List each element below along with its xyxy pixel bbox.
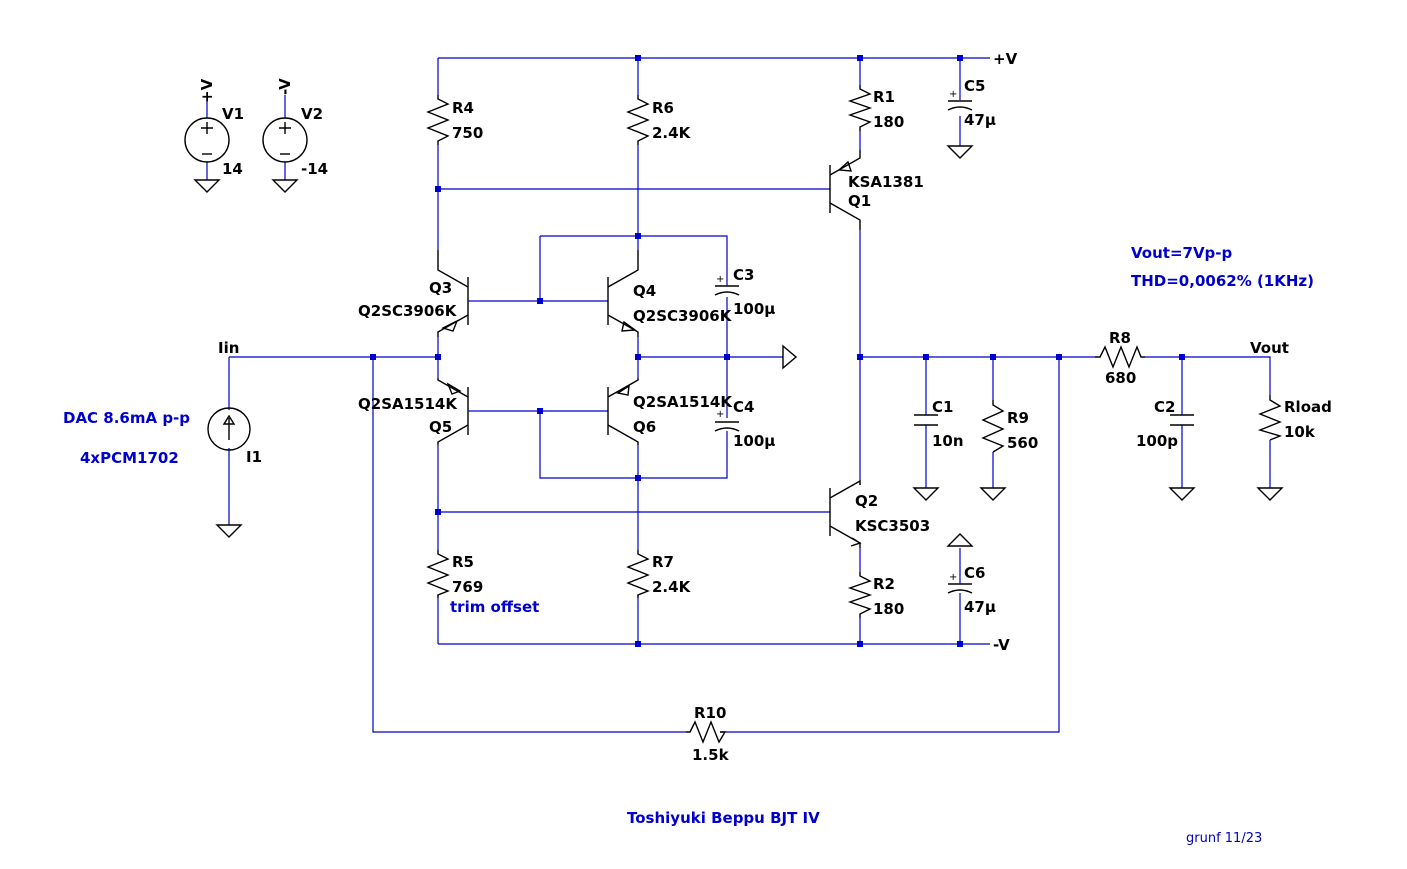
capacitor-C1: [914, 414, 938, 426]
voltage-source-V2: [262, 117, 308, 163]
note-trim-offset: trim offset: [450, 598, 539, 616]
value-R4: 750: [452, 124, 483, 142]
junctions: [370, 55, 1185, 647]
svg-text:+: +: [716, 409, 724, 420]
resistor-R9: [981, 400, 1005, 453]
label-Q4: Q4: [633, 282, 656, 300]
value-C4: 100µ: [733, 432, 775, 450]
capacitor-C2: [1170, 414, 1194, 426]
resistor-R7: [626, 550, 650, 598]
value-C2: 100p: [1136, 432, 1178, 450]
value-Rload: 10k: [1284, 423, 1316, 441]
label-Vout: Vout: [1250, 339, 1289, 357]
value-R6: 2.4K: [652, 124, 692, 142]
label-C1: C1: [932, 398, 953, 416]
resistor-Rload: [1257, 395, 1283, 441]
resistor-R4: [426, 95, 450, 145]
transistor-Q1: [829, 150, 861, 230]
transistor-Q4: [607, 250, 639, 337]
note-vout: Vout=7Vp-p: [1131, 244, 1233, 262]
label-Q6-model: Q2SA1514K: [633, 393, 733, 411]
net-V2: -V: [276, 78, 294, 95]
label-R9: R9: [1007, 409, 1029, 427]
value-R1: 180: [873, 113, 904, 131]
value-C6: 47µ: [964, 598, 996, 616]
svg-text:+: +: [716, 274, 724, 285]
label-Q5: Q5: [429, 418, 452, 436]
transistor-Q6: [607, 378, 639, 445]
label-Q5-model: Q2SA1514K: [358, 395, 458, 413]
resistor-R1: [847, 85, 873, 131]
value-V1: 14: [222, 160, 243, 178]
transistor-Q2: [829, 479, 862, 548]
label-R6: R6: [652, 99, 674, 117]
resistor-R5: [426, 550, 450, 598]
label-Iin: Iin: [218, 339, 239, 357]
label-R1: R1: [873, 88, 895, 106]
label-V2: V2: [301, 105, 323, 123]
note-dac-chip: 4xPCM1702: [80, 449, 179, 467]
label-R8: R8: [1109, 329, 1131, 347]
value-C3: 100µ: [733, 300, 775, 318]
resistor-R8: [1095, 345, 1145, 369]
note-thd: THD=0,0062% (1KHz): [1131, 272, 1314, 290]
label-C5: C5: [964, 77, 985, 95]
net-V1: +V: [198, 78, 216, 103]
value-V2: -14: [301, 160, 328, 178]
transistor-Q3: [437, 250, 480, 337]
label-R2: R2: [873, 575, 895, 593]
capacitor-C3: +: [714, 274, 740, 296]
current-source-I1: [207, 407, 251, 451]
value-C5: 47µ: [964, 111, 996, 129]
label-Q1-model: KSA1381: [848, 173, 924, 191]
label-Q1: Q1: [848, 192, 871, 210]
svg-text:+: +: [949, 89, 957, 100]
label-C3: C3: [733, 266, 754, 284]
label-C6: C6: [964, 564, 985, 582]
value-R7: 2.4K: [652, 578, 692, 596]
label-Q4-model: Q2SC3906K: [633, 307, 733, 325]
label-Rload: Rload: [1284, 398, 1332, 416]
capacitor-C5: +: [947, 89, 973, 111]
resistor-R2: [847, 572, 873, 618]
svg-text:+: +: [949, 572, 957, 583]
value-R10: 1.5k: [692, 746, 730, 764]
label-V1: V1: [222, 105, 244, 123]
label-R4: R4: [452, 99, 474, 117]
label-Q3: Q3: [429, 279, 452, 297]
label-R5: R5: [452, 553, 474, 571]
capacitor-C4: +: [714, 409, 740, 435]
capacitor-C6: +: [947, 572, 973, 600]
rail-pos-label: +V: [993, 50, 1018, 68]
credit: grunf 11/23: [1186, 831, 1262, 846]
resistor-R6: [626, 95, 650, 145]
value-C1: 10n: [932, 432, 964, 450]
value-R2: 180: [873, 600, 904, 618]
rail-neg-label: -V: [993, 636, 1010, 654]
label-Q2-model: KSC3503: [855, 517, 930, 535]
output-port-arrow: [782, 344, 798, 370]
component-labels: R4 750 R6 2.4K R1 180 C5 47µ +V V1 14 +V…: [198, 50, 1332, 764]
label-R10: R10: [694, 704, 726, 722]
value-R9: 560: [1007, 434, 1038, 452]
label-C2: C2: [1154, 398, 1175, 416]
value-R5: 769: [452, 578, 483, 596]
label-I1: I1: [246, 448, 262, 466]
schematic-title: Toshiyuki Beppu BJT IV: [627, 809, 820, 827]
label-Q6: Q6: [633, 418, 656, 436]
ground-symbols: [193, 145, 1284, 547]
transistor-Q5: [437, 378, 480, 445]
label-R7: R7: [652, 553, 674, 571]
voltage-source-V1: [184, 117, 230, 163]
value-R8: 680: [1105, 369, 1136, 387]
annotations: Vout=7Vp-p THD=0,0062% (1KHz) DAC 8.6mA …: [63, 244, 1314, 846]
label-C4: C4: [733, 398, 754, 416]
label-Q2: Q2: [855, 492, 878, 510]
resistor-R10: [686, 720, 727, 744]
note-dac: DAC 8.6mA p-p: [63, 409, 190, 427]
label-Q3-model: Q2SC3906K: [358, 302, 458, 320]
